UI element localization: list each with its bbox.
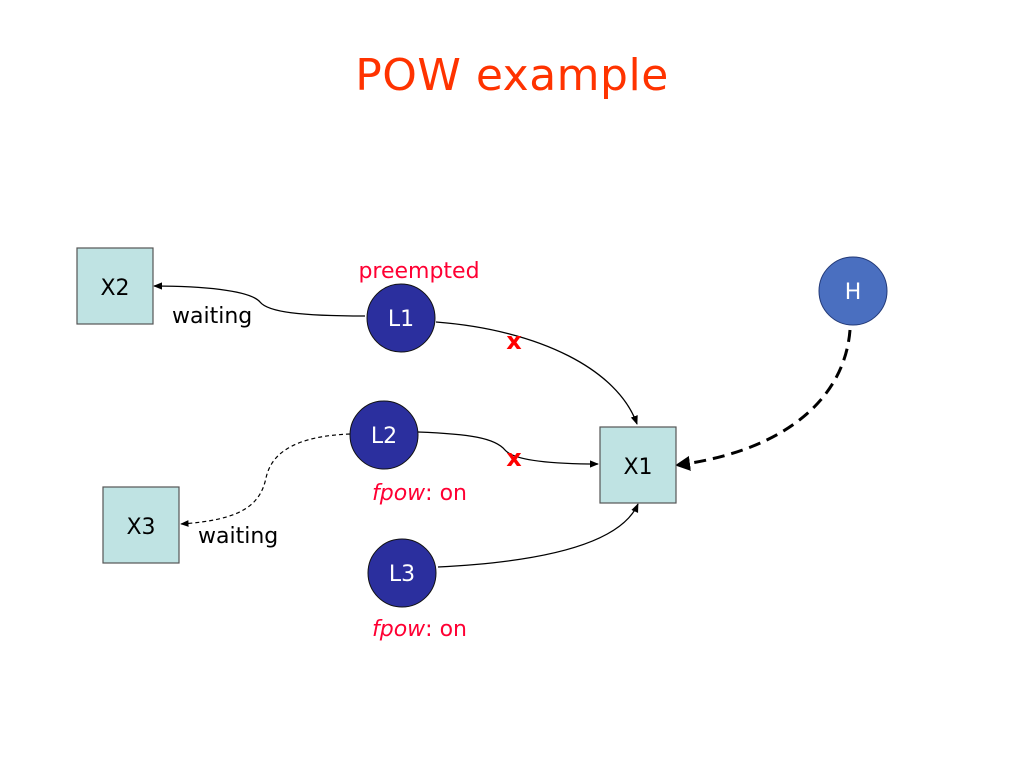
node-l1-label: L1: [388, 307, 414, 332]
node-l2: L2: [349, 400, 419, 470]
edge-l1-to-x1: [435, 321, 638, 425]
node-l3-label: L3: [389, 562, 415, 587]
slide-title: POW example: [355, 50, 669, 101]
edge-l1-to-x2: [153, 282, 366, 317]
edge-l3-to-x1: [437, 503, 639, 568]
node-l1: L1: [366, 283, 436, 353]
waiting-x3-label: waiting: [198, 524, 278, 549]
edge-h-to-x1: [675, 329, 852, 471]
fpow-l3-label: fpow: on: [372, 617, 467, 642]
box-x2-label: X2: [100, 276, 129, 301]
node-h-label: H: [845, 280, 862, 305]
node-l3: L3: [367, 538, 437, 608]
fpow-l2-name: fpow: [372, 481, 426, 506]
node-l2-label: L2: [371, 424, 397, 449]
box-x1-label: X1: [623, 455, 652, 480]
box-x3-label: X3: [126, 515, 155, 540]
blocked-mark-l2: x: [506, 444, 522, 472]
box-x1: X1: [599, 426, 677, 504]
node-h: H: [818, 256, 888, 326]
preempted-label: preempted: [358, 259, 479, 284]
fpow-l2-label: fpow: on: [372, 481, 467, 506]
box-x2: X2: [76, 247, 154, 325]
edge-l2-to-x3: [180, 433, 351, 527]
blocked-mark-l1: x: [506, 327, 522, 355]
fpow-l3-name: fpow: [372, 617, 426, 642]
fpow-l3-value: : on: [425, 617, 467, 642]
waiting-x2-label: waiting: [172, 304, 252, 329]
fpow-l2-value: : on: [425, 481, 467, 506]
box-x3: X3: [102, 486, 180, 564]
edge-l2-to-x1: [417, 431, 599, 468]
